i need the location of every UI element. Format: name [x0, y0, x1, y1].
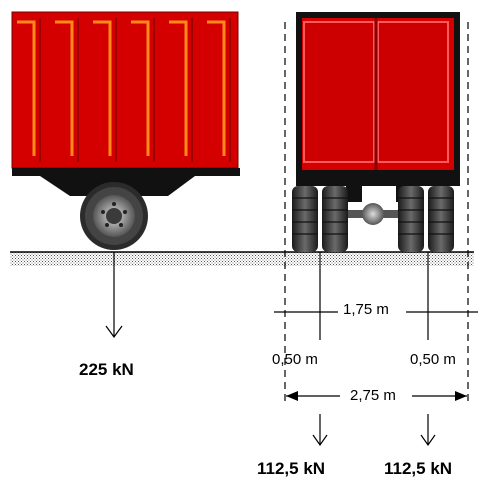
- right-wheel-load-label: 112,5 kN: [384, 459, 452, 478]
- side-load-arrow: [105, 252, 123, 339]
- trailer-body-side: [11, 11, 239, 169]
- right-wheel-load-arrow: [420, 414, 436, 447]
- trailer-rear-view: [296, 12, 460, 225]
- trailer-chassis-side: [12, 168, 240, 176]
- outer-extent-lines: [284, 22, 469, 405]
- trailer-ribs: [17, 20, 226, 156]
- outer-spacing-dimension: [286, 391, 467, 401]
- inner-spacing-label: 1,75 m: [343, 301, 389, 318]
- rear-chassis: [296, 176, 460, 186]
- right-dual-wheels: [398, 186, 454, 252]
- differential: [362, 203, 384, 225]
- left-wheel-load-arrow: [312, 414, 328, 447]
- single-wheel: [80, 182, 148, 250]
- ground: [10, 251, 474, 266]
- right-offset-label: 0,50 m: [410, 351, 456, 368]
- inner-spacing-dimension: 1,75 m: [274, 298, 478, 318]
- wheel-center-lines: [319, 252, 429, 340]
- outer-spacing-label: 2,75 m: [350, 387, 396, 404]
- side-load-label: 225 kN: [79, 360, 134, 379]
- trailer-side-view: [11, 11, 240, 250]
- left-offset-label: 0,50 m: [272, 351, 318, 368]
- left-dual-wheels: [292, 186, 348, 252]
- left-wheel-load-label: 112,5 kN: [257, 459, 325, 478]
